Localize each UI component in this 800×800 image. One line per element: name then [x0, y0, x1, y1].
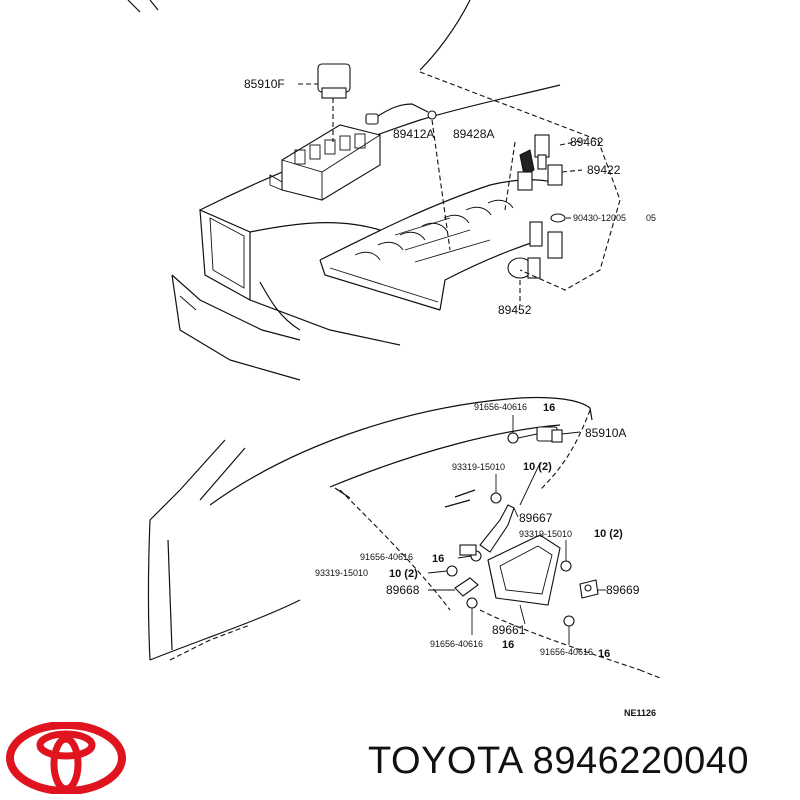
bolt-bottom-right-qty: 16 [598, 648, 610, 660]
engine-bay-illustration [127, 0, 621, 381]
bolt-bottom-left-qty: 16 [502, 639, 514, 651]
bolt-bottom-right-label: 91656-40616 [540, 647, 593, 657]
screw-a-label: 93319-15010 [452, 462, 505, 472]
bracket-89667-label: 89667 [519, 511, 553, 525]
dashboard-illustration [147, 396, 661, 679]
bolt-top-qty: 16 [543, 402, 555, 414]
temp-sensor-89462-label: 89462 [570, 135, 604, 149]
bolt-bottom-left-label: 91656-40616 [430, 639, 483, 649]
toyota-logo-icon [6, 722, 126, 794]
brand-part-number: TOYOTA 8946220040 [368, 740, 750, 782]
bolt-left-label: 91656-40616 [360, 552, 413, 562]
screw-b-label: 93319-15010 [519, 529, 572, 539]
relay-85910a-label: 85910A [585, 426, 626, 440]
harness-89412a-label: 89412A [393, 127, 434, 141]
ecu-89661-label: 89661 [492, 623, 526, 637]
bracket-89669-label: 89669 [606, 583, 640, 597]
screw-b-qty: 10 (2) [594, 528, 623, 540]
bracket-89668-label: 89668 [386, 583, 420, 597]
gasket-90430-label: 90430-12005 [573, 213, 626, 223]
drawing-code: NE1126 [624, 708, 656, 718]
screw-left-label: 93319-15010 [315, 568, 368, 578]
bolt-left-qty: 16 [432, 553, 444, 565]
screw-left-qty: 10 (2) [389, 568, 418, 580]
gasket-suffix-label: 05 [646, 213, 656, 223]
throttle-sensor-89452-label: 89452 [498, 303, 532, 317]
relay-85910f-label: 85910F [244, 77, 285, 91]
sensor-89422-label: 89422 [587, 163, 621, 177]
knock-sensor-89428a-label: 89428A [453, 127, 494, 141]
screw-a-qty: 10 (2) [523, 461, 552, 473]
bolt-top-label: 91656-40616 [474, 402, 527, 412]
